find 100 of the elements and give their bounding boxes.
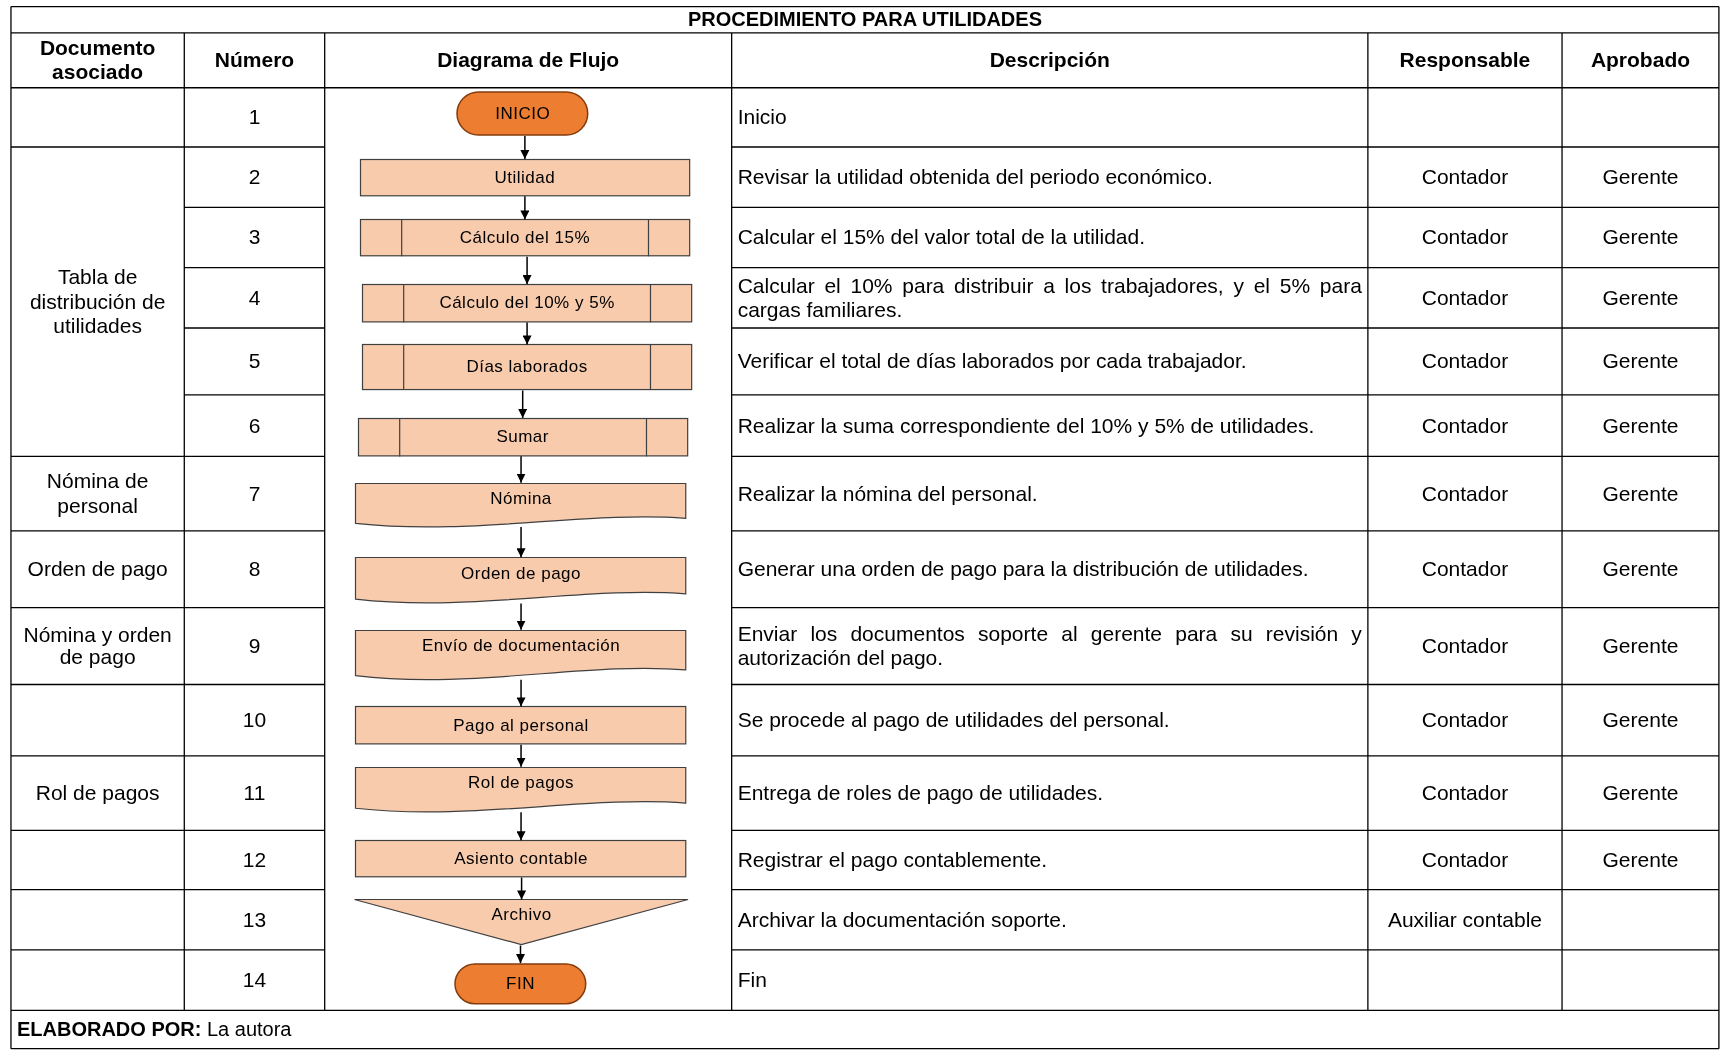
step-number: 3 xyxy=(248,225,261,250)
document-name: Tabla de distribución de utilidades xyxy=(28,265,167,338)
role-text: Contador xyxy=(1421,349,1509,374)
arrow xyxy=(522,321,532,346)
step-number: 8 xyxy=(248,557,261,582)
column-header: Aprobado xyxy=(1590,48,1691,73)
role-text: Gerente xyxy=(1602,225,1679,250)
description-text: Se procede al pago de utilidades del personal. xyxy=(737,708,1171,733)
description-text: Calcular el 10% para distribuir a los trabajadores, y el 5% para cargas familiares. xyxy=(737,273,1362,322)
document-name: Nómina de personal xyxy=(45,469,150,518)
role-text: Gerente xyxy=(1602,634,1679,659)
subprocess-box xyxy=(362,284,693,323)
column-header: Documento asociado xyxy=(38,36,157,85)
arrow xyxy=(518,389,528,419)
role-text: Gerente xyxy=(1602,165,1679,190)
arrow xyxy=(520,195,530,221)
step-label: INICIO xyxy=(495,103,551,124)
step-number: 12 xyxy=(242,847,267,873)
description-text: Inicio xyxy=(737,105,788,130)
merge-triangle xyxy=(354,899,689,946)
role-text: Gerente xyxy=(1602,781,1679,806)
footer-note: ELABORADO POR: La autora xyxy=(16,1017,292,1041)
role-text: Gerente xyxy=(1602,847,1679,873)
role-text: Contador xyxy=(1421,708,1509,733)
description-text: Verificar el total de días laborados por cada trabajador. xyxy=(737,349,1248,374)
arrow xyxy=(516,455,526,484)
step-number: 9 xyxy=(248,634,261,659)
step-number: 11 xyxy=(243,781,266,806)
description-text: Registrar el pago contablemente. xyxy=(737,847,1048,873)
column-header: Número xyxy=(214,48,295,73)
role-text: Contador xyxy=(1421,557,1509,582)
arrow xyxy=(520,135,530,160)
process-box xyxy=(355,706,687,745)
role-text: Gerente xyxy=(1602,557,1679,582)
arrow xyxy=(517,876,527,901)
description-text: Revisar la utilidad obtenida del periodo económico. xyxy=(737,165,1214,190)
role-text: Contador xyxy=(1421,413,1509,438)
step-number: 2 xyxy=(248,165,261,190)
step-label: Nómina xyxy=(490,488,552,509)
subprocess-box xyxy=(359,219,690,257)
role-text: Contador xyxy=(1421,781,1509,806)
arrow xyxy=(516,679,526,708)
document-name: Rol de pagos xyxy=(35,781,160,806)
step-label: Días laborados xyxy=(466,357,588,378)
column-header: Diagrama de Flujo xyxy=(437,48,620,73)
step-label: Orden de pago xyxy=(461,563,581,584)
subprocess-box xyxy=(362,344,693,391)
process-box xyxy=(355,840,687,878)
step-number: 10 xyxy=(242,708,267,733)
arrow xyxy=(516,811,526,841)
step-number: 4 xyxy=(248,285,261,310)
step-label: Envío de documentación xyxy=(421,636,621,657)
role-text: Gerente xyxy=(1602,413,1679,438)
role-text: Gerente xyxy=(1602,481,1679,506)
description-text: Entrega de roles de pago de utilidades. xyxy=(737,781,1105,806)
arrow xyxy=(516,526,526,558)
role-text: Contador xyxy=(1421,847,1509,873)
step-label: Pago al personal xyxy=(453,715,589,736)
subprocess-box xyxy=(357,417,688,457)
description-text: Realizar la nómina del personal. xyxy=(737,481,1039,506)
role-text: Contador xyxy=(1421,481,1509,506)
terminal-shape xyxy=(454,963,587,1005)
step-label: Cálculo del 10% y 5% xyxy=(439,293,615,314)
arrow xyxy=(516,602,526,631)
description-text: Fin xyxy=(737,968,768,993)
description-text: Realizar la suma correspondiente del 10% y 5% de utilidades. xyxy=(737,413,1316,438)
role-text: Gerente xyxy=(1602,708,1679,733)
role-text: Contador xyxy=(1421,165,1509,190)
role-text: Contador xyxy=(1421,225,1509,250)
step-number: 14 xyxy=(242,968,267,993)
description-text: Generar una orden de pago para la distribución de utilidades. xyxy=(737,557,1310,582)
step-label: Asiento contable xyxy=(454,848,588,869)
step-label: Archivo xyxy=(491,905,552,925)
step-label: FIN xyxy=(506,973,535,994)
step-label: Cálculo del 15% xyxy=(459,228,591,248)
role-text: Auxiliar contable xyxy=(1387,907,1542,932)
role-text: Gerente xyxy=(1602,285,1679,310)
step-label: Utilidad xyxy=(494,167,556,188)
document-name: Orden de pago xyxy=(27,557,168,582)
step-number: 13 xyxy=(242,907,267,932)
role-text: Contador xyxy=(1421,285,1509,310)
column-header: Responsable xyxy=(1399,48,1531,73)
arrow xyxy=(516,744,526,768)
description-text: Archivar la documentación soporte. xyxy=(737,907,1068,932)
role-text: Contador xyxy=(1421,634,1509,659)
description-text: Enviar los documentos soporte al gerente para su revisión y autorización del pago. xyxy=(737,621,1362,671)
process-box xyxy=(359,159,690,197)
step-number: 5 xyxy=(248,349,261,374)
description-text: Calcular el 15% del valor total de la utilidad. xyxy=(737,225,1147,250)
arrow xyxy=(522,255,532,285)
column-header: Descripción xyxy=(989,48,1110,73)
step-number: 1 xyxy=(248,105,261,130)
terminal-shape xyxy=(456,91,590,136)
table-title: PROCEDIMIENTO PARA UTILIDADES xyxy=(687,8,1042,32)
arrow xyxy=(516,944,525,964)
step-label: Rol de pagos xyxy=(467,772,575,793)
step-number: 6 xyxy=(248,413,261,438)
document-name: Nómina y orden de pago xyxy=(22,624,173,669)
step-number: 7 xyxy=(248,481,261,506)
step-label: Sumar xyxy=(496,427,549,448)
